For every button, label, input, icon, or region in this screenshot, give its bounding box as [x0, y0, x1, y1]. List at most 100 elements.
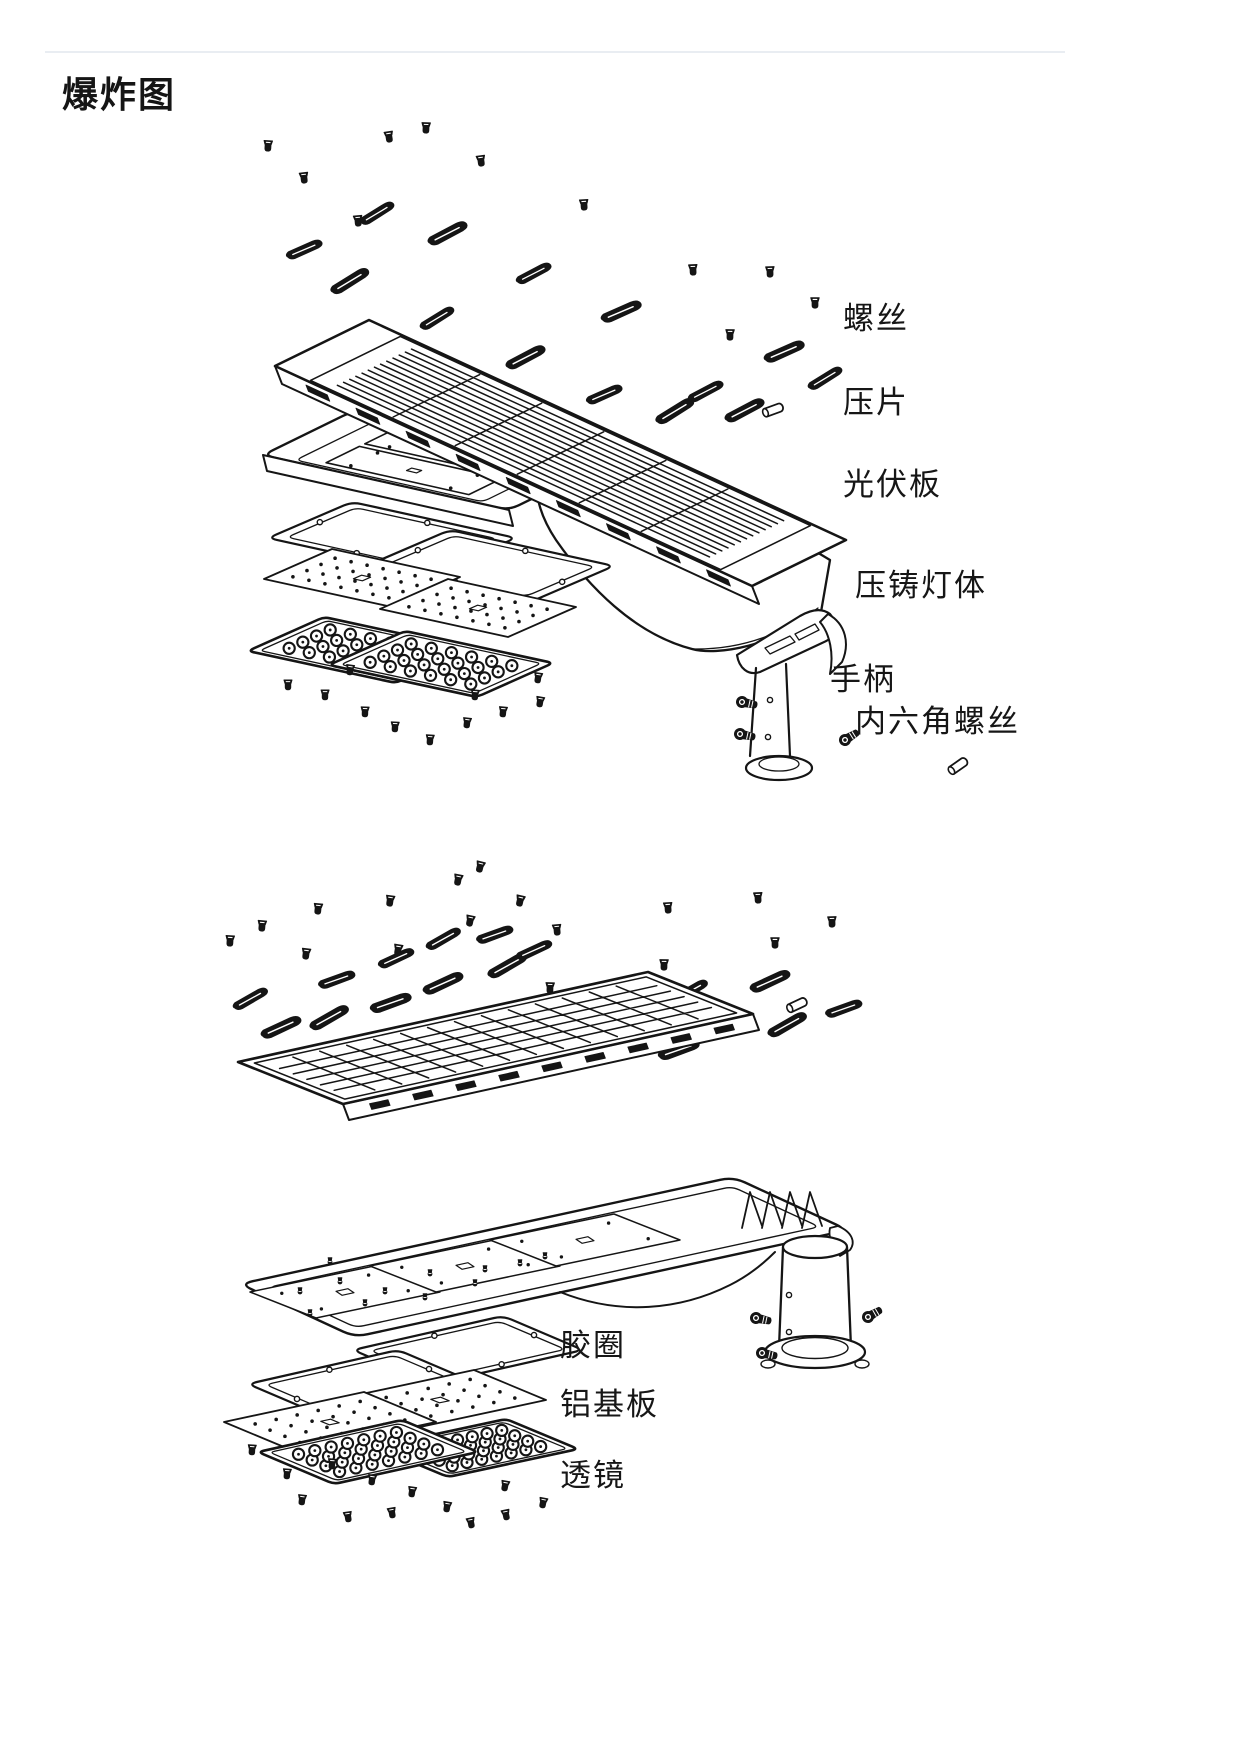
screw-icon — [342, 1510, 352, 1523]
die-cast-lamp-body — [244, 1177, 883, 1370]
hex-screw-icon — [756, 1347, 778, 1360]
lens-array — [259, 1419, 477, 1485]
clip-icon — [724, 398, 765, 423]
screw-icon — [536, 695, 546, 708]
hardware-screws — [225, 860, 837, 994]
hex-screw-icon — [734, 728, 756, 741]
screw-icon — [382, 1287, 388, 1295]
screw-icon — [500, 1508, 510, 1521]
screw-icon — [810, 297, 820, 309]
screw-icon — [425, 734, 435, 746]
screw-icon — [466, 914, 476, 927]
clip-icon — [505, 345, 546, 370]
screw-icon — [659, 959, 669, 971]
screw-icon — [408, 1485, 418, 1498]
screw-icon — [725, 329, 735, 341]
screw-icon — [263, 139, 274, 152]
screw-icon — [765, 266, 775, 278]
screw-icon — [360, 706, 370, 718]
screw-icon — [320, 689, 330, 701]
label-aluminum-pcb: 铝基板 — [560, 1387, 659, 1422]
screw-icon — [517, 1259, 523, 1267]
label-pressure-clip: 压片 — [843, 385, 909, 420]
clip-icon — [655, 398, 695, 425]
screw-icon — [390, 721, 400, 733]
pin-icon — [785, 997, 808, 1014]
clip-icon — [425, 927, 461, 950]
screw-icon — [539, 1496, 549, 1509]
screw-icon — [386, 894, 396, 907]
screw-icon — [346, 664, 356, 676]
screw-icon — [770, 937, 780, 949]
clip-icon — [422, 971, 464, 995]
clip-icon — [309, 1005, 349, 1031]
screw-icon — [534, 671, 544, 684]
screw-icon — [421, 122, 431, 134]
label-handle: 手柄 — [830, 662, 896, 697]
screw-icon — [827, 916, 837, 928]
screw-icon — [472, 1279, 478, 1287]
screw-icon — [427, 1269, 433, 1277]
label-pv-panel: 光伏板 — [843, 467, 942, 502]
divider — [45, 51, 1065, 53]
label-lens: 透镜 — [560, 1458, 626, 1493]
clip-icon — [515, 940, 553, 961]
screw-icon — [297, 1287, 303, 1295]
screw-icon — [298, 1494, 308, 1506]
screw-icon — [465, 1516, 475, 1529]
screw-icon — [298, 171, 309, 184]
screw-icon — [475, 154, 486, 167]
hardware-screws — [263, 122, 820, 341]
screw-icon — [307, 1309, 313, 1317]
screw-icon — [301, 947, 312, 960]
screw-icon — [551, 923, 562, 936]
screw-icon — [422, 1293, 428, 1301]
screw-icon — [662, 901, 673, 914]
screw-icon — [225, 934, 236, 947]
screw-icon — [542, 1252, 548, 1260]
clip-icon — [687, 380, 724, 403]
screw-icon — [247, 1444, 257, 1456]
screw-icon — [476, 860, 486, 873]
clip-icon — [369, 992, 412, 1014]
clip-icon — [807, 366, 843, 390]
screw-icon — [753, 892, 763, 904]
pressure-clips — [285, 201, 843, 425]
screw-icon — [501, 1479, 511, 1492]
mounting-screws — [297, 1252, 548, 1317]
screw-icon — [362, 1299, 368, 1307]
screw-icon — [454, 873, 464, 886]
screw-icon — [327, 1458, 337, 1470]
hex-screw-icon — [736, 696, 758, 709]
clip-icon — [377, 948, 415, 969]
clip-icon — [427, 221, 468, 246]
screw-icon — [282, 1468, 292, 1480]
label-die-cast-body: 压铸灯体 — [855, 568, 987, 603]
clip-icon — [767, 1012, 807, 1038]
page-title: 爆炸图 — [62, 74, 177, 115]
screw-icon — [327, 1257, 333, 1265]
clip-icon — [318, 970, 356, 989]
hex-screw-icon — [750, 1312, 772, 1325]
pole-mount — [760, 1225, 870, 1370]
aluminum-board — [379, 578, 577, 638]
clip-icon — [419, 306, 455, 330]
label-hex-socket-screws: 内六角螺丝 — [855, 704, 1020, 739]
clip-icon — [476, 925, 514, 944]
label-rubber-gasket: 胶圈 — [560, 1328, 626, 1363]
screw-icon — [463, 717, 473, 729]
hex-screw-icon — [862, 1306, 883, 1323]
clip-icon — [359, 201, 395, 225]
label-screws: 螺丝 — [843, 301, 909, 336]
pressure-clips — [232, 925, 863, 1061]
screw-icon — [443, 1500, 453, 1513]
screw-icon — [383, 130, 393, 143]
hex-screw-icon — [839, 729, 860, 746]
clip-icon — [749, 969, 791, 993]
clip-icon — [232, 987, 268, 1010]
mounting-screws — [283, 664, 546, 746]
clip-icon — [260, 1015, 302, 1039]
screw-icon — [516, 894, 526, 907]
screw-icon — [482, 1265, 488, 1273]
